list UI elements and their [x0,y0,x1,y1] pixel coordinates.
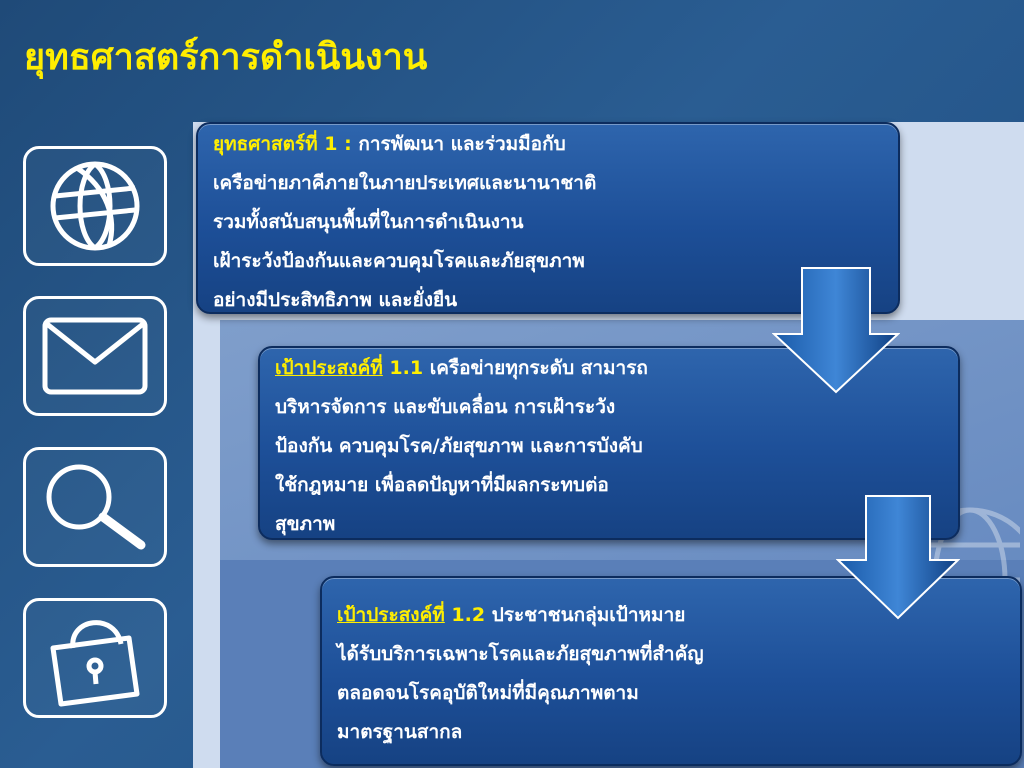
padlock-icon-box [23,598,167,718]
objective-1-line-1: เป้าประสงค์ที่ 1.1 เครือข่ายทุกระดับ สาม… [275,357,648,379]
globe-icon [50,161,140,251]
down-arrow-icon-2 [836,495,960,620]
objective-2-heading: เป้าประสงค์ที่ [337,604,445,626]
padlock-icon [50,620,140,707]
strategy-line-3: รวมทั้งสนับสนุนพื้นที่ในการดำเนินงาน [213,211,524,233]
strategy-line-2: เครือข่ายภาคีภายในภายประเทศและนานาชาติ [213,172,597,194]
strategy-heading: ยุทธศาสตร์ที่ 1 : [213,133,352,155]
strategy-line-4: เฝ้าระวังป้องกันและควบคุมโรคและภัยสุขภาพ [213,250,585,272]
strategy-card: ยุทธศาสตร์ที่ 1 : การพัฒนา และร่วมมือกับ… [196,122,900,314]
magnifier-icon [46,464,146,550]
objective-2-line-4: มาตรฐานสากล [337,721,463,743]
objective-1-line-3: ป้องกัน ควบคุมโรค/ภัยสุขภาพ และการบังคับ [275,435,643,457]
objective-2-line-2: ได้รับบริการเฉพาะโรคและภัยสุขภาพที่สำคัญ [337,643,704,665]
objective-1-line-2: บริหารจัดการ และขับเคลื่อน การเฝ้าระวัง [275,396,616,418]
envelope-icon-box [23,296,167,416]
globe-icon-box [23,146,167,266]
objective-1-line-5: สุขภาพ [275,513,336,535]
objective-2-number: 1.2 [444,604,486,626]
objective-1-line-4: ใช้กฎหมาย เพื่อลดปัญหาที่มีผลกระทบต่อ [275,474,609,496]
envelope-icon [42,317,148,395]
objective-2-line-1: เป้าประสงค์ที่ 1.2 ประชาชนกลุ่มเป้าหมาย [337,604,686,626]
objective-1-number: 1.1 [382,357,424,379]
objective-2-line-3: ตลอดจนโรคอุบัติใหม่ที่มีคุณภาพตาม [337,682,639,704]
page-title: ยุทธศาสตร์การดำเนินงาน [24,37,428,78]
objective-1-heading: เป้าประสงค์ที่ [275,357,383,379]
strategy-line-5: อย่างมีประสิทธิภาพ และยั่งยืน [213,289,458,311]
down-arrow-icon-1 [772,267,900,394]
strategy-line-1: ยุทธศาสตร์ที่ 1 : การพัฒนา และร่วมมือกับ [213,133,566,155]
magnifier-icon-box [23,447,167,567]
